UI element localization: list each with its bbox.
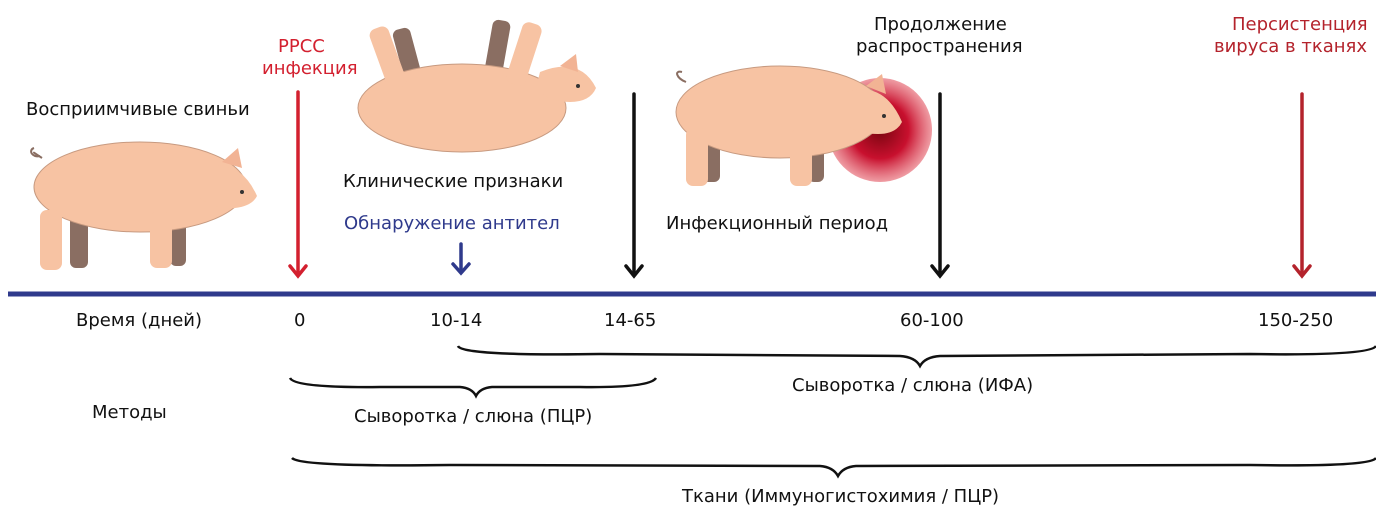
brace-serum-pcr: [290, 378, 656, 396]
clinical-signs-label: Клинические признаки: [343, 171, 563, 193]
susceptible-pigs-label: Восприимчивые свиньи: [26, 99, 250, 121]
antibody-detection-label: Обнаружение антител: [344, 213, 560, 235]
tick-label: 10-14: [430, 310, 482, 332]
pig-lying-icon: [358, 19, 596, 152]
infection-arrow: [290, 92, 306, 276]
tick-label: 0: [294, 310, 305, 332]
pig-standing-icon: [31, 142, 257, 270]
time-axis-label: Время (дней): [76, 310, 202, 332]
brace-serum-elisa: [458, 346, 1376, 366]
tick-label: 14-65: [604, 310, 656, 332]
serum-saliva-elisa-label: Сыворотка / слюна (ИФА): [792, 375, 1033, 397]
serum-saliva-pcr-label: Сыворотка / слюна (ПЦР): [354, 406, 592, 428]
prrs-infection-label-line2: инфекция: [262, 58, 358, 80]
antibody-arrow: [453, 244, 469, 273]
tissue-ihc-pcr-label: Ткани (Иммуногистохимия / ПЦР): [682, 486, 999, 508]
pig-infected-icon: [676, 66, 932, 186]
continued-spread-label-line1: Продолжение: [874, 14, 1007, 36]
prrs-infection-label-line1: РРСС: [278, 36, 325, 58]
persistence-arrow: [1294, 94, 1310, 276]
infectious-period-label: Инфекционный период: [666, 213, 888, 235]
virus-persistence-label-line1: Персистенция: [1232, 14, 1368, 36]
clinical-end-arrow: [626, 94, 642, 276]
brace-tissue: [292, 458, 1376, 476]
continued-spread-label-line2: распространения: [856, 36, 1023, 58]
methods-label: Методы: [92, 402, 167, 424]
tick-label: 150-250: [1258, 310, 1333, 332]
tick-label: 60-100: [900, 310, 964, 332]
spread-arrow: [932, 94, 948, 276]
virus-persistence-label-line2: вируса в тканях: [1214, 36, 1367, 58]
